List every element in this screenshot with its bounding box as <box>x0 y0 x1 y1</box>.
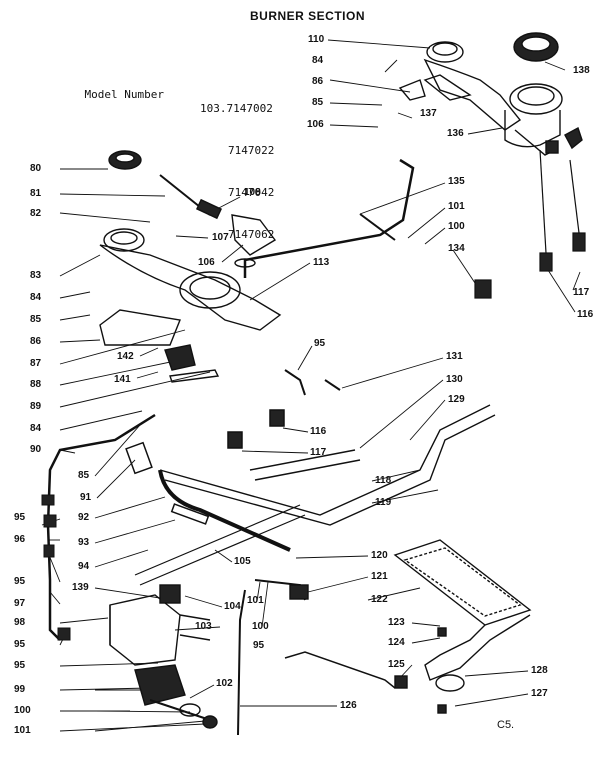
callout-label: 97 <box>14 598 26 609</box>
diagram-title: BURNER SECTION <box>250 9 366 23</box>
callout-label: 120 <box>371 550 388 561</box>
callout-label: 101 <box>247 595 264 606</box>
callout-label: 122 <box>371 594 388 605</box>
callout-label: 81 <box>30 188 42 199</box>
callout-label: 94 <box>78 561 90 572</box>
callout-label: 136 <box>447 128 464 139</box>
callout-label: 142 <box>117 351 134 362</box>
callout-label: 131 <box>446 351 463 362</box>
callout-label: 105 <box>234 556 251 567</box>
callout-label: 113 <box>313 257 330 268</box>
callout-label: 80 <box>30 163 42 174</box>
left-burner-box <box>99 150 282 383</box>
callout-label: 95 <box>14 512 26 523</box>
callout-label: 141 <box>114 374 131 385</box>
callout-label: 137 <box>420 108 437 119</box>
callout-label: 123 <box>388 617 405 628</box>
callout-label: 117 <box>573 287 590 298</box>
regulator-assembly <box>109 579 408 736</box>
callout-label: 101 <box>14 725 31 736</box>
callout-label: 124 <box>388 637 405 648</box>
callout-label: 107 <box>212 232 229 243</box>
callout-label: 116 <box>310 426 327 437</box>
callout-label: 106 <box>198 257 215 268</box>
callout-label: 95 <box>314 338 326 349</box>
burner-tubes-and-manifold <box>125 369 496 586</box>
callout-label: 104 <box>224 601 241 612</box>
callout-label: 138 <box>573 65 590 76</box>
callout-label: 92 <box>78 512 90 523</box>
callout-label: 87 <box>30 358 42 369</box>
callout-label: 90 <box>30 444 42 455</box>
leader-lines <box>41 39 581 732</box>
callout-label: 85 <box>30 314 42 325</box>
callout-label: 103 <box>195 621 212 632</box>
page-code: C5. <box>497 719 515 731</box>
callout-label: 102 <box>216 678 233 689</box>
callout-label: 84 <box>30 292 42 303</box>
callout-label: 125 <box>388 659 405 670</box>
callout-label: 101 <box>448 201 465 212</box>
broiler-burner <box>393 539 532 714</box>
callout-label: 95 <box>253 640 265 651</box>
callout-label: 121 <box>371 571 388 582</box>
callout-label: 126 <box>340 700 357 711</box>
callout-label: 91 <box>80 492 92 503</box>
upper-right-burner-box <box>398 32 583 156</box>
callout-label: 95 <box>14 660 26 671</box>
callout-label: 129 <box>448 394 465 405</box>
left-gas-line <box>41 413 156 641</box>
callout-label: 99 <box>14 684 26 695</box>
callout-label: 83 <box>30 270 42 281</box>
callout-label: 86 <box>312 76 324 87</box>
callout-label: 100 <box>252 621 269 632</box>
callout-label: 95 <box>14 576 26 587</box>
callout-label: 116 <box>577 309 594 320</box>
callout-label: 118 <box>375 475 392 486</box>
callout-label: 117 <box>310 447 327 458</box>
callout-label: 84 <box>30 423 42 434</box>
model-numbers: 103.7147002 7147022 7147042 7147062 <box>200 74 274 270</box>
model-number: 7147042 <box>228 186 275 199</box>
callout-label: 135 <box>448 176 465 187</box>
callout-label: 85 <box>78 470 90 481</box>
callout-label: 93 <box>78 537 90 548</box>
callout-label: 96 <box>14 534 26 545</box>
callout-label: 139 <box>72 582 89 593</box>
callout-label: 85 <box>312 97 324 108</box>
upper-right-valves <box>243 149 586 299</box>
callout-label: 106 <box>307 119 324 130</box>
callout-label: 89 <box>30 401 42 412</box>
callout-label: 130 <box>446 374 463 385</box>
callout-label: 108 <box>244 187 261 198</box>
model-number: 7147022 <box>228 144 275 157</box>
callout-label: 134 <box>448 243 465 254</box>
model-number-block: Model Number 103.7147002 7147022 7147042… <box>58 74 275 241</box>
callout-label: 84 <box>312 55 324 66</box>
callout-label: 100 <box>14 705 31 716</box>
callout-label: 86 <box>30 336 42 347</box>
callout-label: 98 <box>14 617 26 628</box>
callout-label: 88 <box>30 379 42 390</box>
callout-label: 95 <box>14 639 26 650</box>
model-label: Model Number <box>84 88 164 101</box>
callout-label: 127 <box>531 688 548 699</box>
model-number: 103.7147002 <box>200 102 273 115</box>
callout-label: 110 <box>308 34 325 45</box>
model-number: 7147062 <box>228 228 275 241</box>
callout-label: 82 <box>30 208 42 219</box>
callout-label: 100 <box>448 221 465 232</box>
callout-label: 119 <box>375 497 392 508</box>
callout-label: 128 <box>531 665 548 676</box>
